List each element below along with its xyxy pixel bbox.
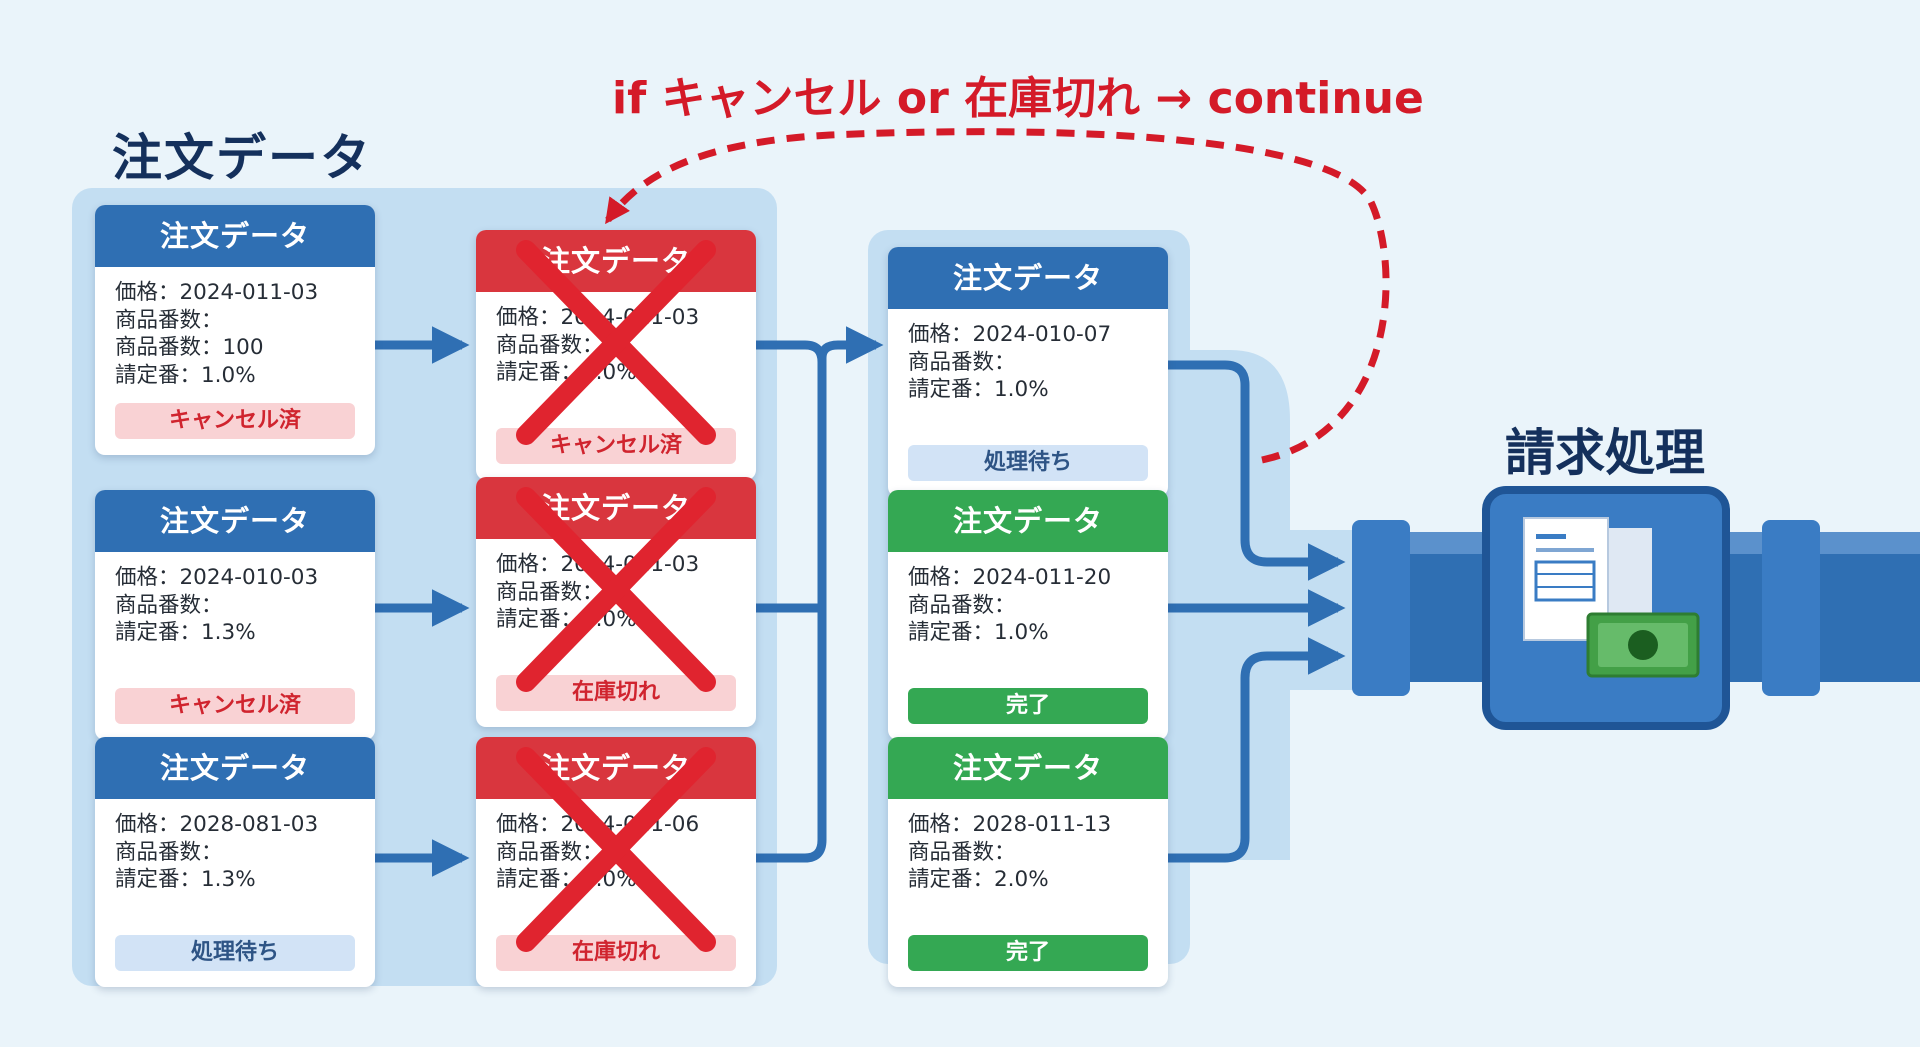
card-body: 価格：2024-010-07 商品番数： 請定番：1.0% xyxy=(888,309,1168,404)
card-header: 注文データ xyxy=(95,737,375,799)
card-header: 注文データ xyxy=(888,490,1168,552)
card-line: 商品番数： xyxy=(115,839,223,865)
order-card-input-1: 注文データ 価格：2024-011-03 商品番数： 商品番数：100 請定番：… xyxy=(95,205,375,455)
order-card-output-2: 注文データ 価格：2024-011-20 商品番数： 請定番：1.0% 完了 xyxy=(888,490,1168,740)
order-card-input-2: 注文データ 価格：2024-010-03 商品番数： 請定番：1.3% キャンセ… xyxy=(95,490,375,740)
card-line: 請定番：1.0% xyxy=(908,620,1049,645)
card-header: 注文データ xyxy=(476,737,756,799)
card-body: 価格：2024-010-03 商品番数： 請定番：1.3% xyxy=(95,552,375,647)
card-header: 注文データ xyxy=(476,477,756,539)
billing-title: 請求処理 xyxy=(1505,424,1705,482)
order-card-skipped-1: 注文データ 価格：2024-011-03 商品番数： 請定番：1.0% キャンセ… xyxy=(476,230,756,480)
status-badge: キャンセル済 xyxy=(496,428,736,464)
card-line: 価格：2024-011-03 xyxy=(496,305,700,330)
money-coin xyxy=(1628,630,1658,660)
order-card-output-3: 注文データ 価格：2028-011-13 商品番数： 請定番：2.0% 完了 xyxy=(888,737,1168,987)
card-header: 注文データ xyxy=(476,230,756,292)
group-title: 注文データ xyxy=(112,129,372,187)
card-line: 価格：2024-011-20 xyxy=(908,565,1112,590)
status-badge: キャンセル済 xyxy=(115,403,355,439)
card-body: 価格：2024-011-03 商品番数： 商品番数：100 請定番：1.0% xyxy=(95,267,375,389)
card-body: 価格：2024-011-03 商品番数： 請定番：1.0% xyxy=(476,539,756,634)
card-header: 注文データ xyxy=(95,490,375,552)
status-badge: キャンセル済 xyxy=(115,688,355,724)
card-line: 価格：2024-010-07 xyxy=(908,322,1112,347)
card-line: 商品番数： xyxy=(908,349,1016,375)
card-line: 商品番数： xyxy=(908,839,1016,865)
connector-skip-1 xyxy=(755,340,827,863)
card-body: 価格：2024-011-06 商品番数： 請定番：1.0% xyxy=(476,799,756,894)
card-line: 商品番数：100 xyxy=(115,335,264,360)
status-badge: 完了 xyxy=(908,688,1148,724)
card-line: 請定番：2.0% xyxy=(908,867,1049,892)
document-line xyxy=(1536,548,1594,552)
card-line: 商品番数： xyxy=(115,307,223,333)
arrow-output-3-to-pipe xyxy=(1168,637,1346,863)
document-table xyxy=(1534,560,1596,602)
document-line xyxy=(1536,534,1566,539)
card-header: 注文データ xyxy=(95,205,375,267)
order-card-output-1: 注文データ 価格：2024-010-07 商品番数： 請定番：1.0% 処理待ち xyxy=(888,247,1168,497)
pipe-left-flange xyxy=(1352,520,1410,696)
arrow-to-processing-card xyxy=(817,326,884,400)
status-badge: 在庫切れ xyxy=(496,675,736,711)
order-card-skipped-3: 注文データ 価格：2024-011-06 商品番数： 請定番：1.0% 在庫切れ xyxy=(476,737,756,987)
card-line: 価格：2024-011-03 xyxy=(115,280,319,305)
condition-label: if キャンセル or 在庫切れ → continue xyxy=(612,73,1424,124)
card-line: 価格：2024-010-03 xyxy=(115,565,319,590)
card-body: 価格：2028-011-13 商品番数： 請定番：2.0% xyxy=(888,799,1168,894)
card-line: 請定番：1.0% xyxy=(496,360,637,385)
pipe-right-flange xyxy=(1762,520,1820,696)
pipe-right-highlight xyxy=(1722,532,1920,554)
card-line: 請定番：1.0% xyxy=(496,607,637,632)
card-line: 価格：2028-011-13 xyxy=(908,812,1112,837)
arrow-output-1-to-pipe xyxy=(1168,360,1346,581)
card-line: 請定番：1.0% xyxy=(115,362,256,388)
card-line: 請定番：1.3% xyxy=(115,620,256,645)
card-body: 価格：2028-081-03 商品番数： 請定番：1.3% xyxy=(95,799,375,894)
order-card-input-3: 注文データ 価格：2028-081-03 商品番数： 請定番：1.3% 処理待ち xyxy=(95,737,375,987)
status-badge: 処理待ち xyxy=(115,935,355,971)
status-badge: 処理待ち xyxy=(908,445,1148,481)
card-line: 商品番数： xyxy=(496,332,604,358)
card-line: 請定番：1.0% xyxy=(496,867,637,892)
card-line: 商品番数： xyxy=(908,592,1016,618)
card-line: 価格：2024-011-06 xyxy=(496,812,700,837)
card-line: 請定番：1.3% xyxy=(115,867,256,892)
pipe-right-segment xyxy=(1722,532,1920,682)
card-header: 注文データ xyxy=(888,247,1168,309)
document-money-icon xyxy=(1523,517,1700,678)
order-card-skipped-2: 注文データ 価格：2024-011-03 商品番数： 請定番：1.0% 在庫切れ xyxy=(476,477,756,727)
card-line: 請定番：1.0% xyxy=(908,377,1049,402)
card-body: 価格：2024-011-03 商品番数： 請定番：1.0% xyxy=(476,292,756,387)
card-line: 商品番数： xyxy=(496,579,604,605)
card-body: 価格：2024-011-20 商品番数： 請定番：1.0% xyxy=(888,552,1168,647)
status-badge: 在庫切れ xyxy=(496,935,736,971)
card-line: 商品番数： xyxy=(496,839,604,865)
card-header: 注文データ xyxy=(888,737,1168,799)
card-line: 商品番数： xyxy=(115,592,223,618)
continue-loop-arrow xyxy=(605,128,1390,464)
card-line: 価格：2024-011-03 xyxy=(496,552,700,577)
card-line: 価格：2028-081-03 xyxy=(115,812,319,837)
status-badge: 完了 xyxy=(908,935,1148,971)
